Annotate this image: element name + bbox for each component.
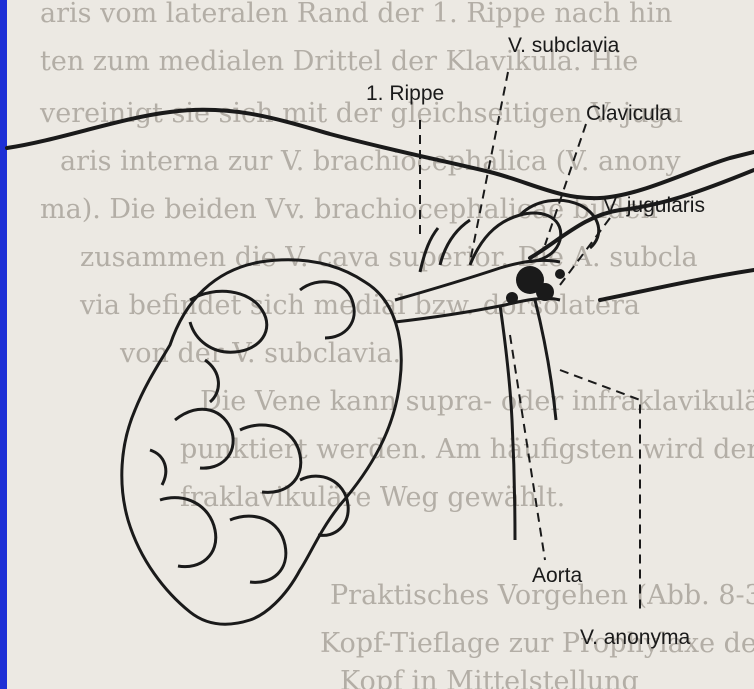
background-text-line: fraklavikuläre Weg gewählt. (180, 482, 565, 513)
background-text-line: punktiert werden. Am häufigsten wird der… (180, 434, 754, 465)
label-clavicula: Clavicula (586, 102, 672, 125)
label-v-subclavia: V. subclavia (508, 34, 620, 57)
label-aorta: Aorta (532, 564, 583, 587)
background-text-line: zusammen die V. cava superior. Die A. su… (80, 242, 698, 273)
label-v-anonyma: V. anonyma (580, 626, 690, 649)
label-v-jugularis: V. jugularis (603, 194, 705, 217)
background-text-line: Kopf in Mittelstellung (340, 666, 639, 689)
label-1-rippe: 1. Rippe (366, 82, 444, 105)
background-text-line: aris interna zur V. brachiocephalica (V.… (60, 146, 681, 177)
background-text-line: ma). Die beiden Vv. brachiocephalicae bi… (40, 194, 658, 225)
background-text-line: aris vom lateralen Rand der 1. Rippe nac… (40, 0, 672, 29)
background-text-line: Die Vene kann supra- oder infraklavikulä… (200, 386, 754, 417)
background-text-line: via befindet sich medial bzw. dorsolater… (79, 290, 640, 321)
